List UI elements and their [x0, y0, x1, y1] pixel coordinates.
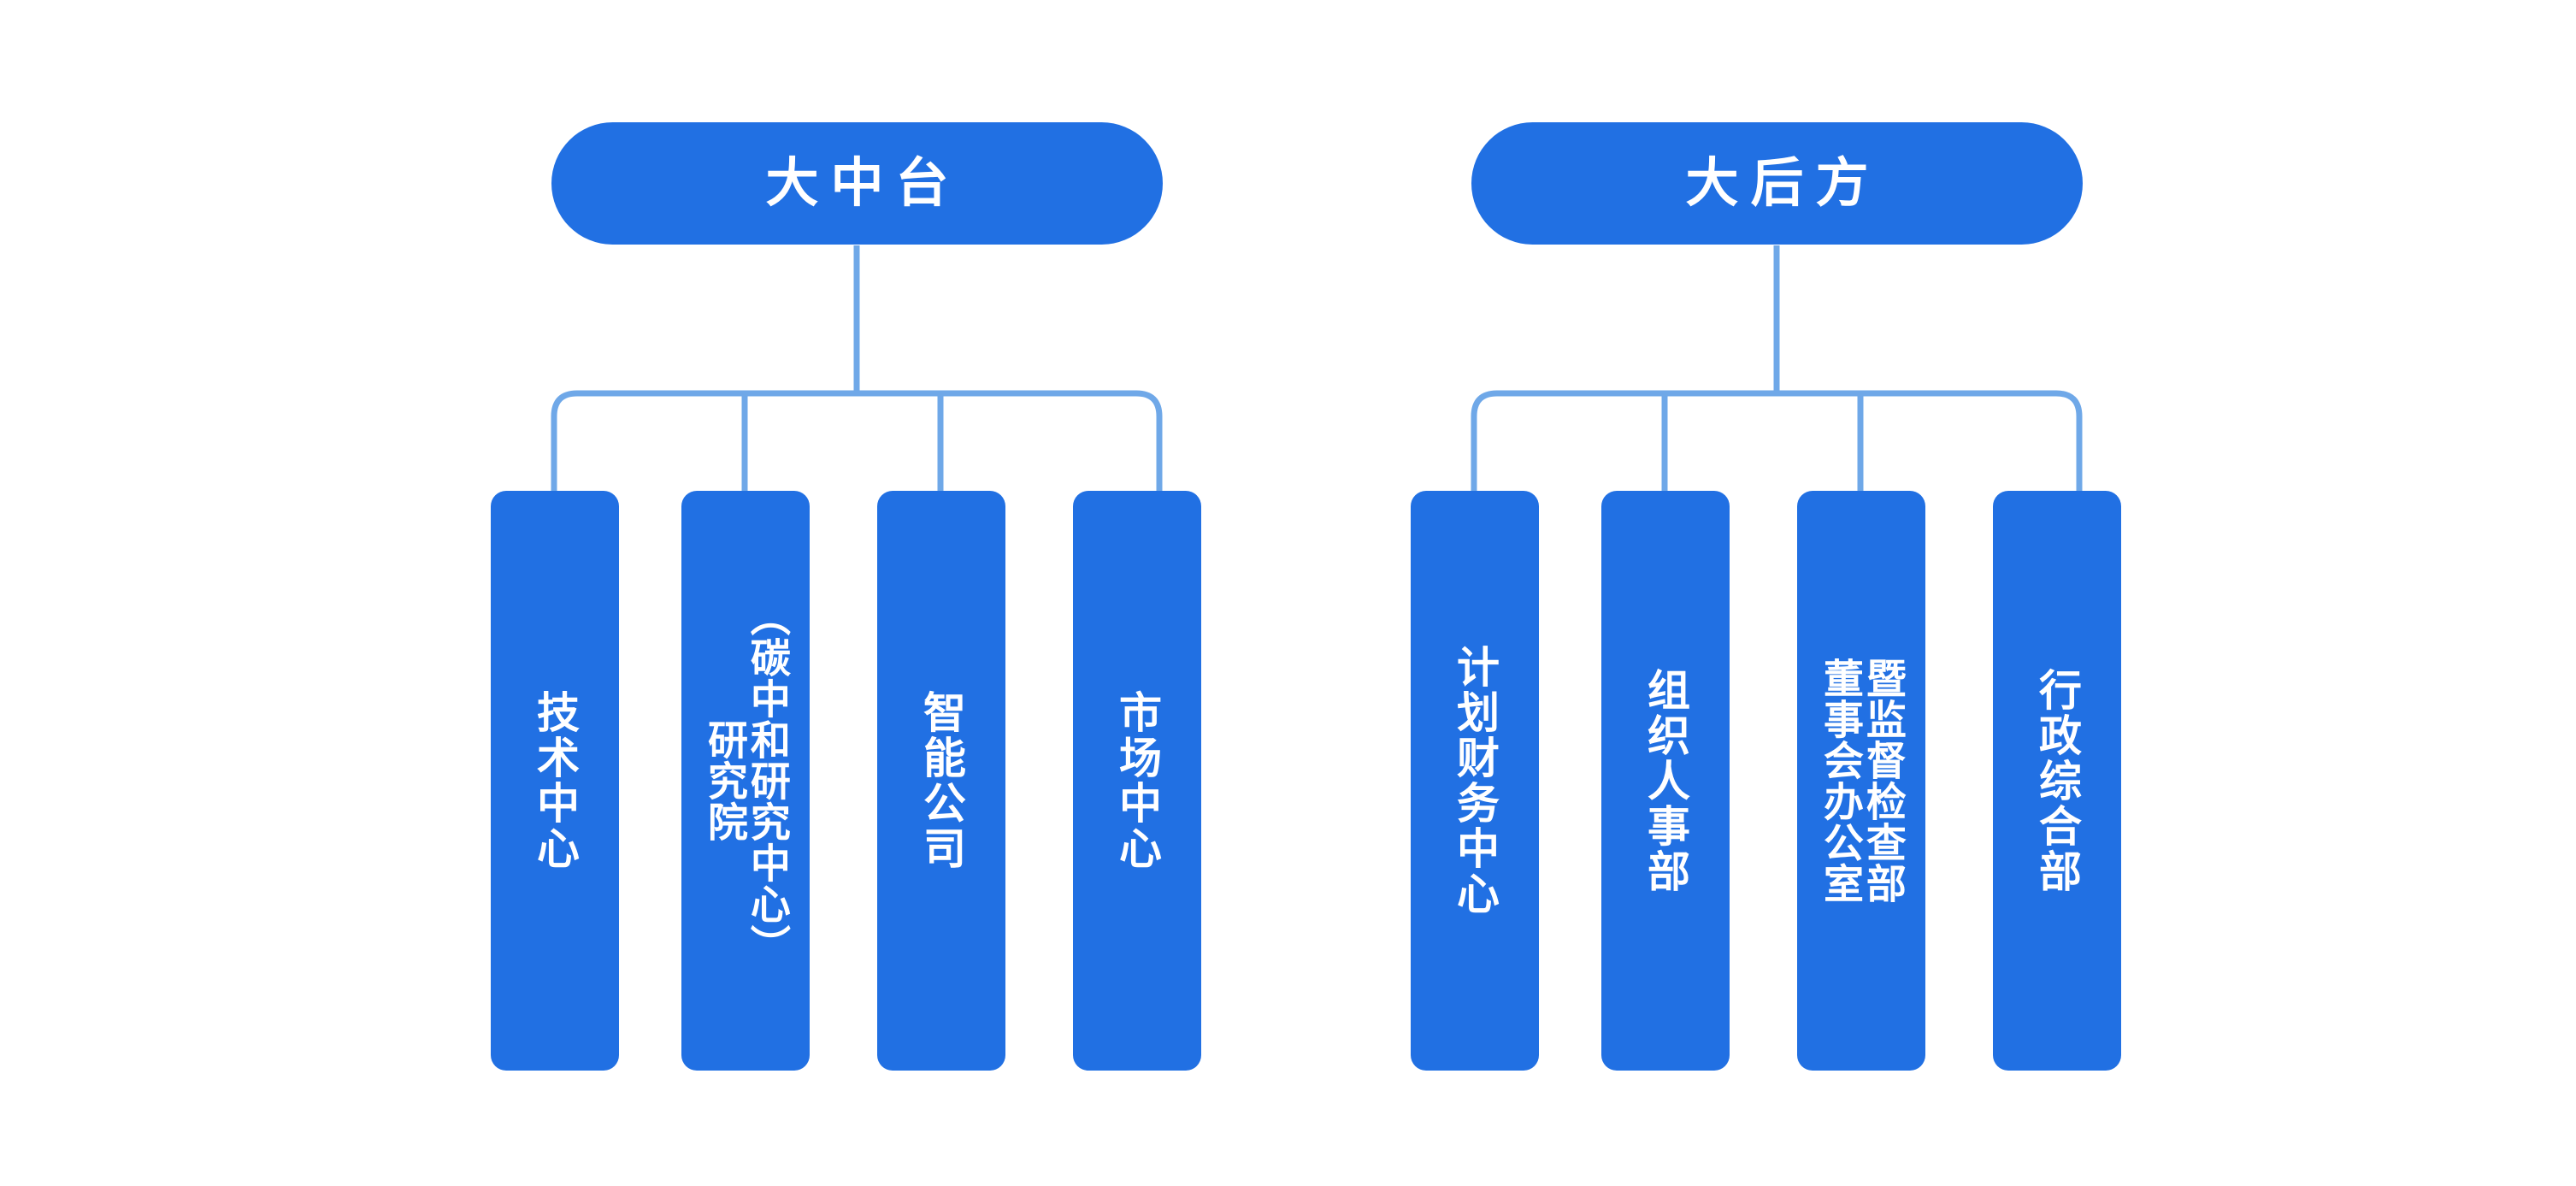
- node-label: 计划财务中心: [1451, 645, 1499, 917]
- node-label-col-2: 研究院: [702, 719, 747, 842]
- node-label-col-1: （碳中和研究中心）: [744, 596, 790, 965]
- node-supervision-inspection-dept[interactable]: 暨监督检查部 董事会办公室: [1797, 491, 1925, 1071]
- left-bracket: [551, 390, 1163, 491]
- node-organization-personnel-dept[interactable]: 组织人事部: [1601, 491, 1730, 1071]
- node-intelligent-company[interactable]: 智能公司: [877, 491, 1005, 1071]
- node-label-col-1: 暨监督检查部: [1860, 658, 1906, 904]
- node-research-institute[interactable]: （碳中和研究中心） 研究院: [681, 491, 810, 1071]
- group-title-houfang[interactable]: 大后方: [1471, 122, 2083, 245]
- node-label: 组织人事部: [1642, 667, 1689, 894]
- node-label: 市场中心: [1113, 690, 1161, 871]
- node-label-col-2: 董事会办公室: [1818, 658, 1863, 904]
- node-technology-center[interactable]: 技术中心: [491, 491, 619, 1071]
- group-title-zhongtai[interactable]: 大中台: [551, 122, 1163, 245]
- node-market-center[interactable]: 市场中心: [1073, 491, 1201, 1071]
- node-planning-finance-center[interactable]: 计划财务中心: [1411, 491, 1539, 1071]
- right-bracket: [1471, 390, 2083, 491]
- node-label: 技术中心: [531, 690, 579, 871]
- node-administration-dept[interactable]: 行政综合部: [1993, 491, 2121, 1071]
- node-label: 行政综合部: [2033, 667, 2081, 894]
- node-label: 智能公司: [917, 690, 965, 871]
